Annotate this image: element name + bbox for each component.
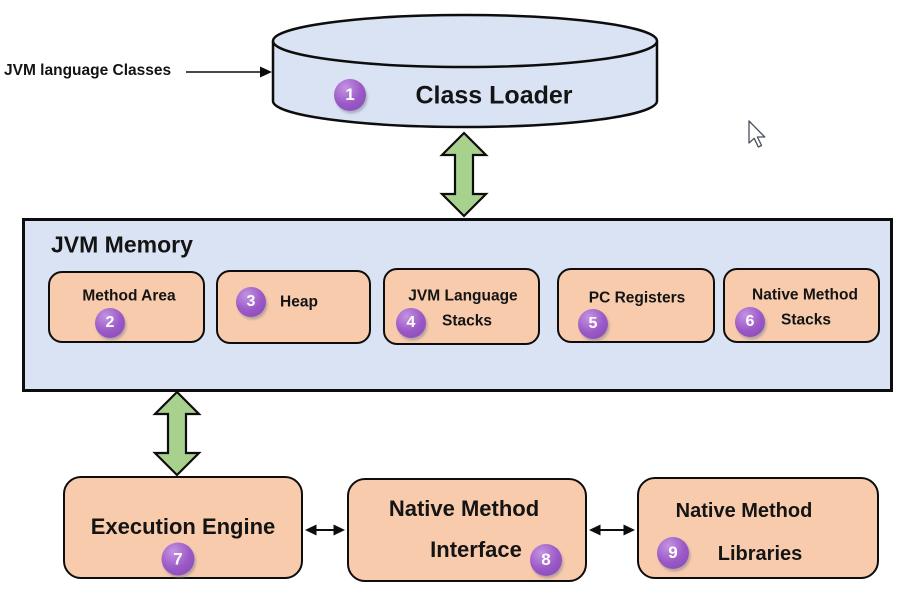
pc-registers-label: PC Registers — [588, 289, 686, 307]
jvm-language-stacks-line2: Stacks — [442, 312, 492, 330]
native-method-interface-box: Native Method Interface 8 — [347, 478, 587, 582]
bidirectional-arrow-top — [439, 131, 489, 218]
memory-component-pc-registers: PC Registers 5 — [557, 268, 715, 343]
class-loader-cylinder — [271, 13, 659, 129]
arrow-nmi-nml — [589, 524, 635, 536]
memory-component-native-method-stacks: Native Method 6 Stacks — [723, 268, 880, 343]
input-classes-label: JVM language Classes — [4, 62, 172, 79]
execution-engine-label: Execution Engine — [90, 513, 276, 539]
step-badge-1: 1 — [334, 79, 366, 111]
arrow-ee-nmi — [305, 524, 345, 536]
step-badge-5: 5 — [578, 309, 608, 339]
input-arrow — [186, 66, 272, 78]
native-method-libraries-box: Native Method 9 Libraries — [637, 477, 879, 579]
step-badge-2: 2 — [95, 308, 125, 338]
memory-component-jvm-language-stacks: JVM Language 4 Stacks — [383, 268, 540, 345]
mouse-cursor-icon — [748, 120, 766, 148]
heap-label: Heap — [280, 293, 318, 311]
step-badge-7: 7 — [161, 542, 195, 576]
jvm-memory-title: JVM Memory — [51, 231, 193, 258]
native-method-stacks-line1: Native Method — [752, 286, 858, 304]
method-area-label: Method Area — [82, 287, 176, 305]
step-badge-9: 9 — [657, 537, 689, 569]
memory-component-heap: 3 Heap — [216, 270, 371, 344]
step-badge-3: 3 — [236, 287, 266, 317]
class-loader-label: Class Loader — [415, 81, 573, 110]
jvm-memory-container: JVM Memory Method Area 2 3 Heap JVM Lang… — [22, 218, 893, 392]
step-badge-8: 8 — [530, 544, 562, 576]
step-badge-6: 6 — [735, 307, 765, 337]
native-method-interface-line1: Native Method — [388, 495, 540, 521]
native-method-stacks-line2: Stacks — [781, 311, 831, 329]
jvm-language-stacks-line1: JVM Language — [408, 287, 518, 305]
native-method-libraries-line2: Libraries — [717, 543, 803, 565]
execution-engine-box: Execution Engine 7 — [63, 476, 303, 579]
native-method-interface-line2: Interface — [430, 536, 522, 562]
step-badge-4: 4 — [396, 308, 426, 338]
memory-component-method-area: Method Area 2 — [48, 271, 205, 343]
native-method-libraries-line1: Native Method — [675, 500, 813, 522]
bidirectional-arrow-bottom — [152, 390, 202, 477]
